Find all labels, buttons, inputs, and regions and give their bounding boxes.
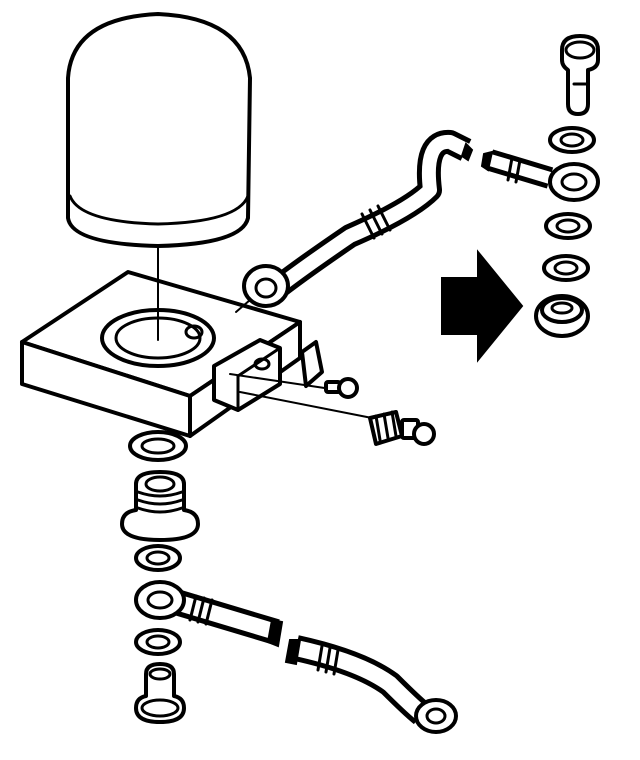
- filter-adapter-block: [20, 270, 302, 438]
- arrow-right-icon: [441, 249, 524, 363]
- lower-banjo-bolt: [134, 662, 186, 724]
- lower-gasket: [128, 430, 188, 462]
- sealing-washers-lower: [134, 544, 182, 656]
- center-threaded-fitting: [120, 470, 200, 542]
- upper-oil-line: [235, 130, 554, 313]
- mounting-bracket: [229, 340, 339, 391]
- oil-filter-canister: [66, 12, 252, 279]
- sealing-washers: [542, 126, 596, 282]
- lower-oil-line: [172, 589, 458, 734]
- upper-banjo-bolt: [560, 34, 600, 116]
- large-o-ring-seal: [534, 294, 590, 338]
- lower-banjo-eye: [134, 580, 186, 620]
- sensor-fitting: [239, 391, 436, 446]
- bracket-bolt: [324, 377, 359, 399]
- upper-banjo-eye: [548, 162, 600, 202]
